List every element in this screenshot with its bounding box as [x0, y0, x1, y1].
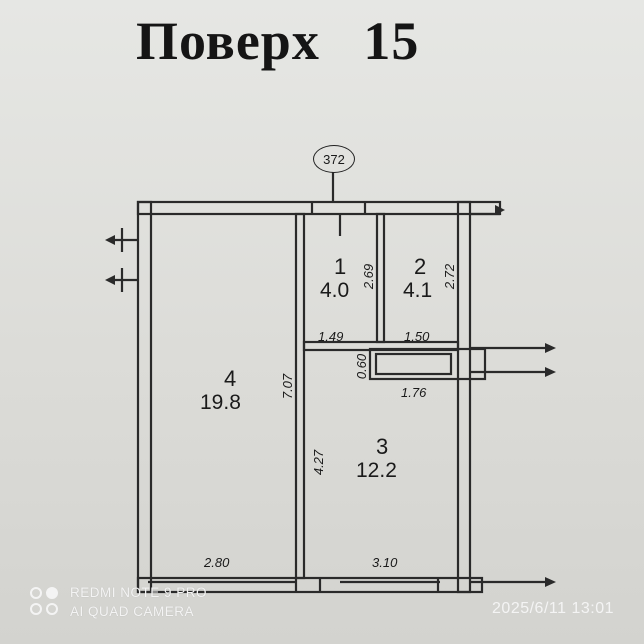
dimension-3-10: 3.10: [372, 555, 398, 570]
room-1-number: 1: [334, 254, 347, 279]
outer-wall-bottom: [136, 576, 484, 594]
outer-wall-right: [456, 200, 472, 594]
room-4-number: 4: [224, 366, 237, 391]
balcony-block: [368, 347, 487, 381]
dimension-4-27: 4.27: [311, 449, 327, 476]
dimension-1-49: 1.49: [318, 329, 344, 344]
floor-title: Поверх 15: [136, 11, 420, 71]
dimension-0-60: 0.60: [354, 353, 370, 380]
watermark-device: REDMI NOTE 9 PRO: [70, 585, 208, 600]
outer-wall-top: [136, 200, 502, 216]
room-1-area: 4.0: [320, 279, 350, 302]
camera-logo-icon: [30, 587, 58, 615]
partition-wall-1-2: [375, 212, 386, 344]
dimension-2-69: 2.69: [361, 263, 377, 290]
dimension-1-50: 1.50: [404, 329, 430, 344]
room-2-area: 4.1: [403, 279, 433, 302]
watermark-timestamp: 2025/6/11 13:01: [492, 600, 614, 617]
dimension-2-72: 2.72: [442, 263, 458, 290]
plan-tag: 372: [313, 145, 355, 173]
room-3-area: 12.2: [356, 459, 397, 482]
outer-wall-left: [136, 200, 153, 594]
watermark-camera: AI QUAD CAMERA: [70, 604, 195, 619]
dimension-2-80: 2.80: [204, 555, 230, 570]
partition-wall-4: [294, 212, 306, 580]
dimension-7-07: 7.07: [280, 373, 296, 400]
room-3-number: 3: [376, 434, 389, 459]
room-4-area: 19.8: [200, 391, 241, 414]
dimension-1-76: 1.76: [401, 385, 427, 400]
room-2-number: 2: [414, 254, 427, 279]
